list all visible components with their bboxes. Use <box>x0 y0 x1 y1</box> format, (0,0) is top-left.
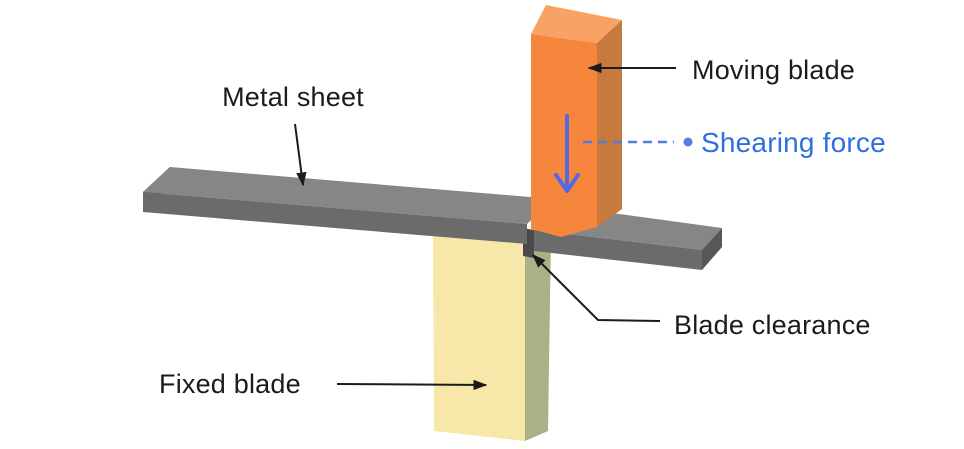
connector-dot-icon <box>683 137 693 147</box>
fixed-blade-pointer-arrow <box>336 379 488 391</box>
moving-blade-label: Moving blade <box>692 55 855 85</box>
sheet-left-front-face <box>143 192 527 244</box>
fixed-blade-label: Fixed blade <box>159 369 301 399</box>
moving-blade-shape <box>531 5 622 237</box>
blade-clearance-label: Blade clearance <box>674 310 871 340</box>
shearing-force-label: Shearing force <box>701 127 886 158</box>
fixed-blade-shape <box>433 234 551 441</box>
sheet-left-top-face <box>143 167 554 224</box>
fixed-blade-front-face <box>433 236 525 441</box>
shear-force-down-arrow-icon <box>554 114 580 193</box>
metal-sheet-pointer-arrow <box>294 123 307 187</box>
fixed-blade-side-face <box>525 234 551 441</box>
blade-clearance-pointer-arrow <box>532 254 661 322</box>
moving-blade-front-face <box>531 34 597 237</box>
sheet-right-end-face <box>702 228 722 270</box>
shearing-force-dashed-connector <box>583 137 693 147</box>
moving-blade-side-face <box>597 20 622 227</box>
metal-sheet-left-segment <box>143 167 554 244</box>
metal-sheet-label: Metal sheet <box>222 82 364 112</box>
sheet-right-front-face <box>534 230 702 270</box>
moving-blade-top-face <box>531 5 622 43</box>
